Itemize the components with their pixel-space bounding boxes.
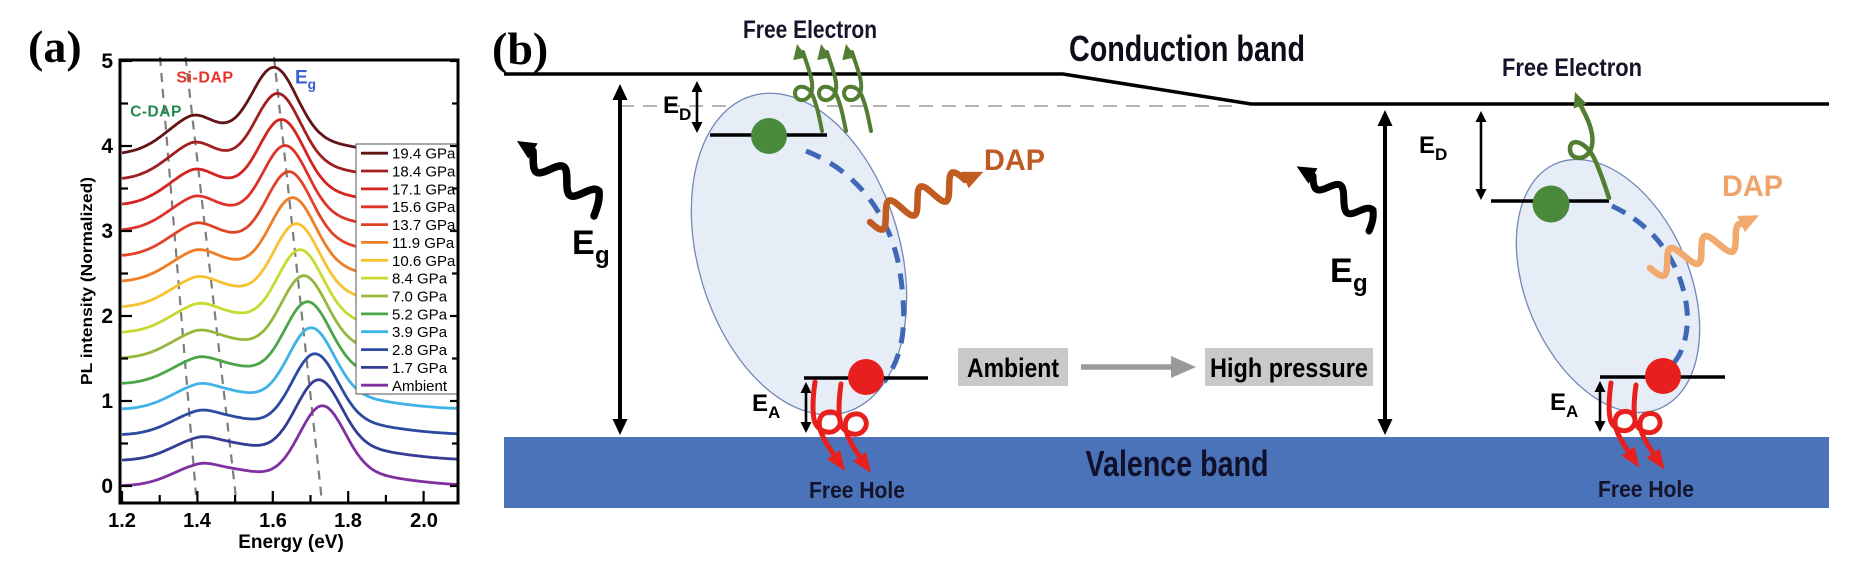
svg-text:Free Electron: Free Electron bbox=[743, 16, 877, 44]
svg-text:1.7 GPa: 1.7 GPa bbox=[392, 360, 448, 377]
svg-text:8.4 GPa: 8.4 GPa bbox=[392, 271, 448, 288]
svg-text:1.8: 1.8 bbox=[334, 510, 362, 532]
svg-text:g: g bbox=[595, 242, 610, 269]
svg-text:E: E bbox=[752, 390, 768, 417]
svg-text:1.6: 1.6 bbox=[259, 510, 287, 532]
svg-text:4: 4 bbox=[101, 135, 113, 158]
svg-text:Free Hole: Free Hole bbox=[1598, 476, 1694, 502]
svg-text:Energy (eV): Energy (eV) bbox=[238, 532, 344, 553]
svg-text:(b): (b) bbox=[492, 23, 548, 74]
svg-text:11.9 GPa: 11.9 GPa bbox=[392, 235, 455, 252]
svg-text:E: E bbox=[1419, 132, 1435, 159]
svg-text:17.1 GPa: 17.1 GPa bbox=[392, 181, 456, 198]
svg-text:18.4 GPa: 18.4 GPa bbox=[392, 164, 456, 181]
svg-text:2.8 GPa: 2.8 GPa bbox=[392, 342, 448, 359]
svg-text:15.6 GPa: 15.6 GPa bbox=[392, 199, 456, 216]
svg-text:Ambient: Ambient bbox=[967, 353, 1059, 383]
svg-text:E: E bbox=[1550, 389, 1566, 416]
svg-text:PL intensity (Normalized): PL intensity (Normalized) bbox=[79, 177, 96, 385]
svg-text:Conduction band: Conduction band bbox=[1069, 28, 1305, 69]
svg-text:DAP: DAP bbox=[1722, 170, 1783, 203]
svg-text:3.9 GPa: 3.9 GPa bbox=[392, 324, 448, 341]
svg-text:A: A bbox=[768, 403, 780, 422]
svg-text:13.7 GPa: 13.7 GPa bbox=[392, 217, 456, 234]
svg-text:Si-DAP: Si-DAP bbox=[176, 70, 233, 87]
svg-text:19.4 GPa: 19.4 GPa bbox=[392, 146, 456, 163]
svg-text:A: A bbox=[1566, 402, 1578, 421]
svg-text:(a): (a) bbox=[28, 21, 82, 72]
svg-text:1: 1 bbox=[101, 390, 113, 413]
svg-text:C-DAP: C-DAP bbox=[130, 104, 182, 121]
svg-text:2: 2 bbox=[101, 305, 113, 328]
svg-text:10.6 GPa: 10.6 GPa bbox=[392, 253, 456, 270]
svg-text:Ambient: Ambient bbox=[392, 378, 448, 395]
svg-text:g: g bbox=[308, 76, 317, 92]
svg-text:1.4: 1.4 bbox=[183, 510, 212, 532]
svg-text:E: E bbox=[1330, 252, 1353, 290]
svg-text:1.2: 1.2 bbox=[108, 510, 136, 532]
svg-text:Valence band: Valence band bbox=[1086, 443, 1269, 484]
svg-text:E: E bbox=[295, 68, 308, 89]
svg-text:0: 0 bbox=[101, 475, 113, 498]
svg-text:7.0 GPa: 7.0 GPa bbox=[392, 289, 448, 306]
svg-text:g: g bbox=[1353, 270, 1368, 297]
svg-text:D: D bbox=[679, 105, 691, 124]
svg-text:3: 3 bbox=[101, 220, 113, 243]
svg-text:Free Hole: Free Hole bbox=[809, 477, 905, 503]
svg-text:2.0: 2.0 bbox=[410, 510, 438, 532]
svg-text:Free Electron: Free Electron bbox=[1502, 54, 1642, 82]
svg-text:High pressure: High pressure bbox=[1210, 353, 1368, 383]
svg-text:DAP: DAP bbox=[984, 144, 1045, 177]
svg-text:5: 5 bbox=[101, 50, 113, 73]
svg-text:E: E bbox=[663, 92, 679, 119]
svg-text:D: D bbox=[1435, 145, 1447, 164]
svg-text:E: E bbox=[572, 224, 595, 262]
svg-text:5.2 GPa: 5.2 GPa bbox=[392, 306, 448, 323]
